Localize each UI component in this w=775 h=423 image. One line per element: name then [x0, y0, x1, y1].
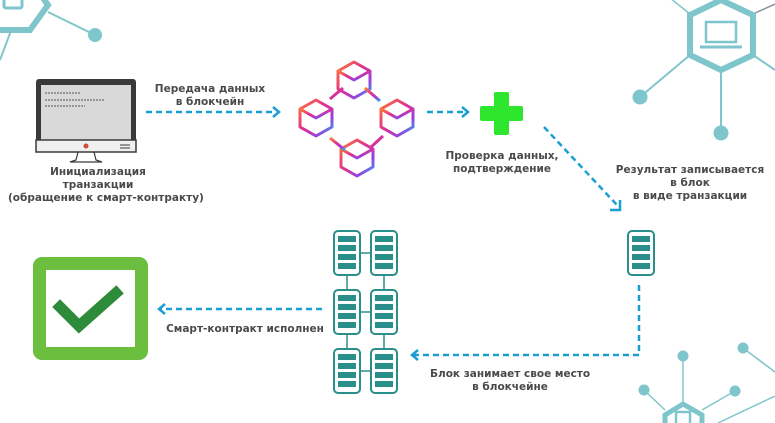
label-transfer: Передача данных в блокчейн: [150, 83, 270, 109]
label-record: Результат записывается в блок в виде тра…: [610, 164, 770, 203]
arrowhead-right: [272, 106, 281, 118]
label-init: Инициализация транзакции (обращение к см…: [8, 166, 204, 205]
server-unit: [333, 289, 361, 335]
arrowhead-left: [410, 349, 419, 361]
arrows: [146, 110, 641, 357]
network-node-house-icon: [638, 342, 775, 423]
label-line: (обращение к смарт-контракту): [8, 192, 204, 204]
cube-bottom: [339, 138, 375, 178]
label-verify: Проверка данных, подтверждение: [432, 150, 572, 176]
server-unit: [370, 230, 398, 276]
label-line: в блокчейне: [472, 381, 548, 393]
arrow-record-to-place: [414, 285, 641, 357]
label-line: в блок: [670, 177, 710, 189]
label-line: Смарт-контракт исполнен: [166, 323, 324, 335]
label-line: Блок занимает свое место: [430, 368, 591, 380]
label-line: в виде транзакции: [632, 190, 748, 202]
server-unit: [333, 230, 361, 276]
cube-right: [379, 98, 415, 138]
arrowheads: [157, 106, 622, 361]
blockchain-cubes-icon: [298, 60, 415, 178]
label-line: Результат записывается: [615, 164, 765, 176]
label-line: транзакции: [62, 179, 134, 191]
arrowhead-left: [157, 303, 166, 315]
server-unit: [370, 289, 398, 335]
arrowhead-right: [461, 106, 470, 118]
server-unit: [370, 348, 398, 394]
network-node-laptop-icon: [632, 0, 775, 141]
cube-top: [336, 60, 372, 100]
label-place: Блок занимает свое место в блокчейне: [430, 368, 590, 394]
label-line: Инициализация: [50, 166, 146, 178]
checkmark-box-icon: [33, 257, 148, 360]
label-line: Проверка данных,: [445, 150, 559, 162]
label-line: Передача данных: [154, 83, 266, 95]
desktop-monitor-icon: [35, 79, 137, 163]
cube-left: [298, 98, 334, 138]
label-line: в блокчейн: [175, 96, 245, 108]
network-node-phone-icon: [0, 0, 102, 61]
label-done: Смарт-контракт исполнен: [165, 323, 325, 336]
green-plus-icon: [480, 92, 523, 135]
arrowhead-down-right: [610, 200, 622, 212]
server-unit: [333, 348, 361, 394]
label-line: подтверждение: [452, 163, 552, 175]
server-block-icon: [627, 230, 655, 276]
arrow-verify-to-record: [543, 126, 618, 206]
server-grid-icon: [333, 230, 398, 394]
